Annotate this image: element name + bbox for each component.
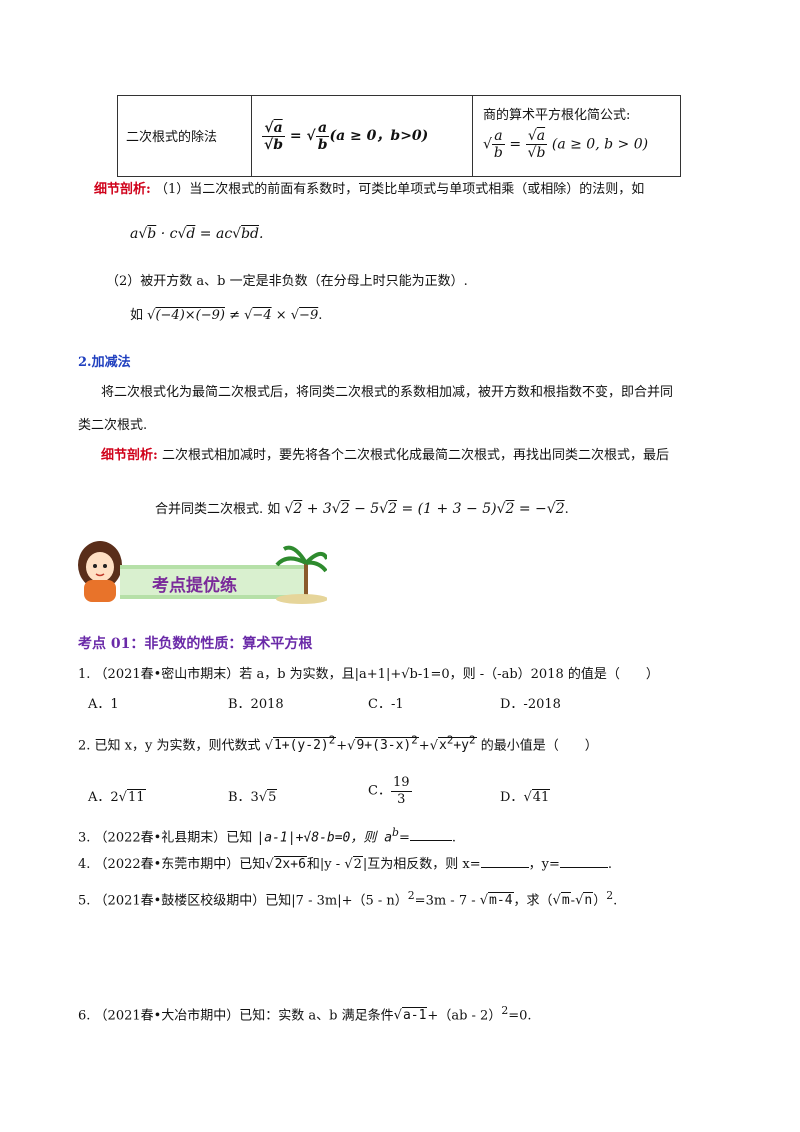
- q2-option-d: D．√41: [500, 789, 551, 805]
- section2-detail-label: 细节剖析:: [101, 448, 158, 463]
- q4-x-blank[interactable]: [480, 867, 529, 868]
- section2-para1: 将二次根式化为最简二次根式后，将同类二次根式的系数相加减，被开方数和根指数不变，…: [101, 385, 674, 400]
- q1-option-d: D．-2018: [500, 697, 561, 712]
- detail1-line: 细节剖析: （1）当二次根式的前面有系数时，可类比单项式与单项式相乘（或相除）的…: [94, 182, 644, 198]
- q1-option-c: C．-1: [368, 697, 404, 712]
- section2-para2: 类二次根式.: [78, 418, 148, 433]
- banner-title: 考点提优练: [152, 576, 237, 596]
- table-cell-label: 二次根式的除法: [117, 95, 252, 177]
- banner-graphic: [78, 541, 329, 604]
- q3-stem: 3. （2022春•礼县期末）已知 |a-1|+√8-b=0，则 ab=.: [78, 826, 457, 846]
- detail1-label: 细节剖析:: [94, 182, 151, 197]
- example-prefix: 如: [130, 308, 144, 323]
- section2-detail2: 合并同类二次根式. 如 √2 + 3√2 − 5√2 = (1 + 3 − 5)…: [155, 501, 569, 517]
- detail1-formula: a√b · c√d = ac√bd.: [130, 226, 264, 242]
- table-cell-label-text: 二次根式的除法: [126, 130, 218, 145]
- q6-stem: 6. （2021春•大冶市期中）已知：实数 a、b 满足条件√a-1+（ab -…: [78, 1004, 532, 1024]
- q4-stem: 4. （2022春•东莞市期中）已知√2x+6和|y - √2|互为相反数，则 …: [78, 856, 613, 872]
- topic-title: 考点 01：非负数的性质：算术平方根: [78, 636, 313, 652]
- section2-title: 2.加减法: [78, 355, 131, 370]
- detail1-point2: （2）被开方数 a、b 一定是非负数（在分母上时只能为正数）.: [106, 274, 468, 289]
- quotient-title: 商的算术平方根化简公式:: [483, 107, 631, 123]
- section2-detail-text: 二次根式相加减时，要先将各个二次根式化成最简二次根式，再找出同类二次根式，最后: [161, 448, 669, 463]
- q2-stem: 2. 已知 x，y 为实数，则代数式 √1+(y-2)2+√9+(3-x)2+√…: [78, 734, 598, 754]
- q1-option-b: B．2018: [228, 697, 284, 712]
- section2-detail-text2: 合并同类二次根式. 如: [155, 502, 281, 517]
- detail1-example: 如 √(−4)×(−9) ≠ √−4 × √−9.: [130, 308, 323, 323]
- banner: 考点提优练: [72, 535, 329, 605]
- q2-option-a: A．2√11: [88, 789, 146, 805]
- q3-answer-blank[interactable]: [409, 840, 452, 842]
- section2-detail: 细节剖析: 二次根式相加减时，要先将各个二次根式化成最简二次根式，再找出同类二次…: [101, 448, 669, 464]
- q4-y-blank[interactable]: [559, 867, 608, 868]
- q1-stem: 1. （2021春•密山市期末）若 a，b 为实数，且|a+1|+√b-1=0，…: [78, 667, 659, 682]
- q1-option-a: A．1: [88, 697, 119, 712]
- q5-stem: 5. （2021春•鼓楼区校级期中）已知|7 - 3m|+（5 - n）2=3m…: [78, 889, 618, 909]
- detail1-text: （1）当二次根式的前面有系数时，可类比单项式与单项式相乘（或相除）的法则，如: [154, 182, 645, 197]
- q2-option-b: B．3√5: [228, 789, 278, 805]
